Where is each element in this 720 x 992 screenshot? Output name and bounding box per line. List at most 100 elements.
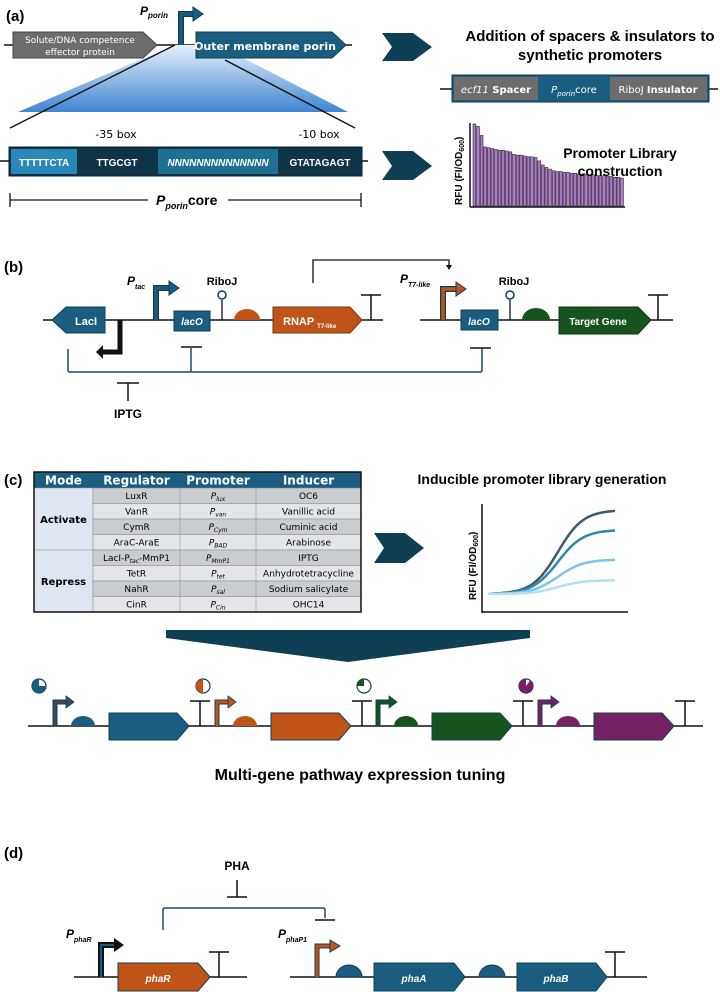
table-cell-regulator: AraC-AraE — [114, 539, 160, 549]
svg-text:lacO: lacO — [181, 317, 203, 328]
gene-cds — [108, 712, 190, 741]
bar — [595, 175, 599, 207]
rbs-icon — [233, 716, 257, 726]
rbs-icon — [71, 716, 95, 726]
bar — [602, 175, 606, 207]
chevron-arrow-icon — [374, 533, 424, 563]
activation-arrow — [312, 259, 450, 283]
bar — [573, 172, 577, 207]
bar — [512, 154, 516, 207]
gene-outer-membrane-porin: Outer membrane porin — [194, 31, 347, 59]
riboj-label-2: RiboJ — [499, 276, 530, 288]
rbs-icon — [234, 309, 260, 320]
cassette-insulator: RiboJ Insulator — [619, 85, 698, 96]
table-cell-inducer: Vanillic acid — [282, 508, 335, 518]
svg-text:Target Gene: Target Gene — [569, 317, 627, 328]
table-cell-inducer: Anhydrotetracycline — [263, 570, 354, 580]
bar — [501, 149, 505, 207]
bar — [566, 172, 570, 207]
panel-d-label: (d) — [4, 845, 23, 862]
table-cell-inducer: Cuminic acid — [280, 523, 338, 533]
bar — [472, 123, 477, 207]
table-cell-inducer: OC6 — [299, 492, 318, 502]
table-header-cell: Inducer — [283, 474, 334, 488]
bar — [526, 156, 531, 207]
core-span-label: Pporincore — [156, 192, 218, 211]
svg-text:synthetic promoters: synthetic promoters — [518, 47, 662, 64]
repression-line — [162, 907, 326, 930]
bar — [544, 167, 549, 207]
promoter-library-bar-chart — [469, 123, 625, 208]
bar — [537, 160, 541, 207]
promoter-tac-icon — [153, 280, 180, 320]
cassette-core: Pporincore — [551, 85, 597, 98]
table-mode-cell: Activate — [40, 515, 87, 526]
svg-text:construction: construction — [578, 163, 663, 179]
promoter-laci-icon — [102, 320, 123, 355]
svg-text:effector protein: effector protein — [45, 48, 115, 58]
table-cell-regulator: NahR — [124, 585, 148, 595]
minus10-label: -10 box — [298, 128, 340, 141]
gene-laci: LacI — [51, 306, 106, 334]
bar — [587, 174, 592, 207]
table-cell-inducer: IPTG — [298, 554, 319, 564]
table-cell-regulator: CymR — [123, 523, 150, 533]
gene-phar: phaR — [117, 962, 211, 992]
promoter-icon — [537, 699, 552, 726]
table-cell-promoter: PCym — [208, 523, 227, 534]
operator-laco-2: lacO — [460, 309, 499, 331]
promoter-icon — [52, 699, 67, 726]
pathway-unit-4 — [518, 678, 695, 741]
core-sequence: TTTTTCTA TTGCGT NNNNNNNNNNNNNN GTATAGAGT — [8, 146, 363, 177]
svg-text:phaR: phaR — [145, 974, 172, 985]
bar — [479, 135, 484, 207]
bar — [551, 170, 556, 207]
seq-upstream: TTTTTCTA — [19, 158, 69, 169]
table-cell-promoter: Ptet — [211, 570, 225, 581]
table-cell-regulator: LuxR — [125, 492, 147, 502]
bar — [569, 172, 574, 207]
promoter-phap1-icon — [314, 939, 341, 977]
panel-c-label: (c) — [4, 472, 22, 489]
bar — [613, 177, 617, 207]
gene-target: Target Gene — [558, 306, 652, 335]
bar — [562, 172, 567, 207]
svg-text:lacO: lacO — [468, 317, 490, 328]
rbs-icon — [478, 964, 506, 978]
promoter-icon — [214, 699, 229, 726]
bar — [523, 155, 527, 207]
phar-promoter-label: PphaR — [66, 927, 92, 944]
bar — [548, 168, 552, 207]
bar — [559, 171, 563, 207]
bar — [584, 174, 588, 207]
seq-minus35: TTGCGT — [96, 158, 137, 169]
operator-laco-1: lacO — [173, 310, 211, 332]
table-header-cell: Regulator — [103, 474, 170, 488]
ptac-label: Ptac — [127, 274, 145, 291]
panel-a-label: (a) — [6, 8, 24, 25]
multi-gene-pathway — [31, 678, 695, 741]
chevron-arrow-icon — [382, 151, 432, 180]
gene-solute-dna-competence: Solute/DNA competence effector protein — [12, 31, 158, 59]
bar — [605, 176, 610, 207]
zoom-triangle — [18, 45, 348, 112]
svg-text:phaA: phaA — [401, 974, 427, 985]
gene-cds — [593, 712, 675, 741]
cassette: ecf11 Spacer Pporincore RiboJ Insulator — [451, 74, 710, 103]
chevron-arrow-icon — [382, 33, 432, 61]
promoter-porin-label: Pporin — [140, 4, 168, 20]
table-cell-inducer: OHC14 — [293, 601, 325, 611]
seq-minus10: GTATAGAGT — [289, 158, 350, 169]
table-mode-cell: Repress — [41, 577, 86, 588]
table-cell-inducer: Arabinose — [286, 539, 331, 549]
table-cell-regulator: CinR — [126, 601, 147, 611]
line-ylabel: RFU (FI/OD600) — [468, 532, 480, 600]
table-cell-promoter: Psal — [211, 585, 225, 596]
table-cell-inducer: Sodium salicylate — [269, 585, 349, 595]
pathway-unit-1 — [31, 678, 210, 741]
table-header — [34, 472, 361, 488]
phap1-promoter-label: PphaP1 — [278, 927, 307, 944]
